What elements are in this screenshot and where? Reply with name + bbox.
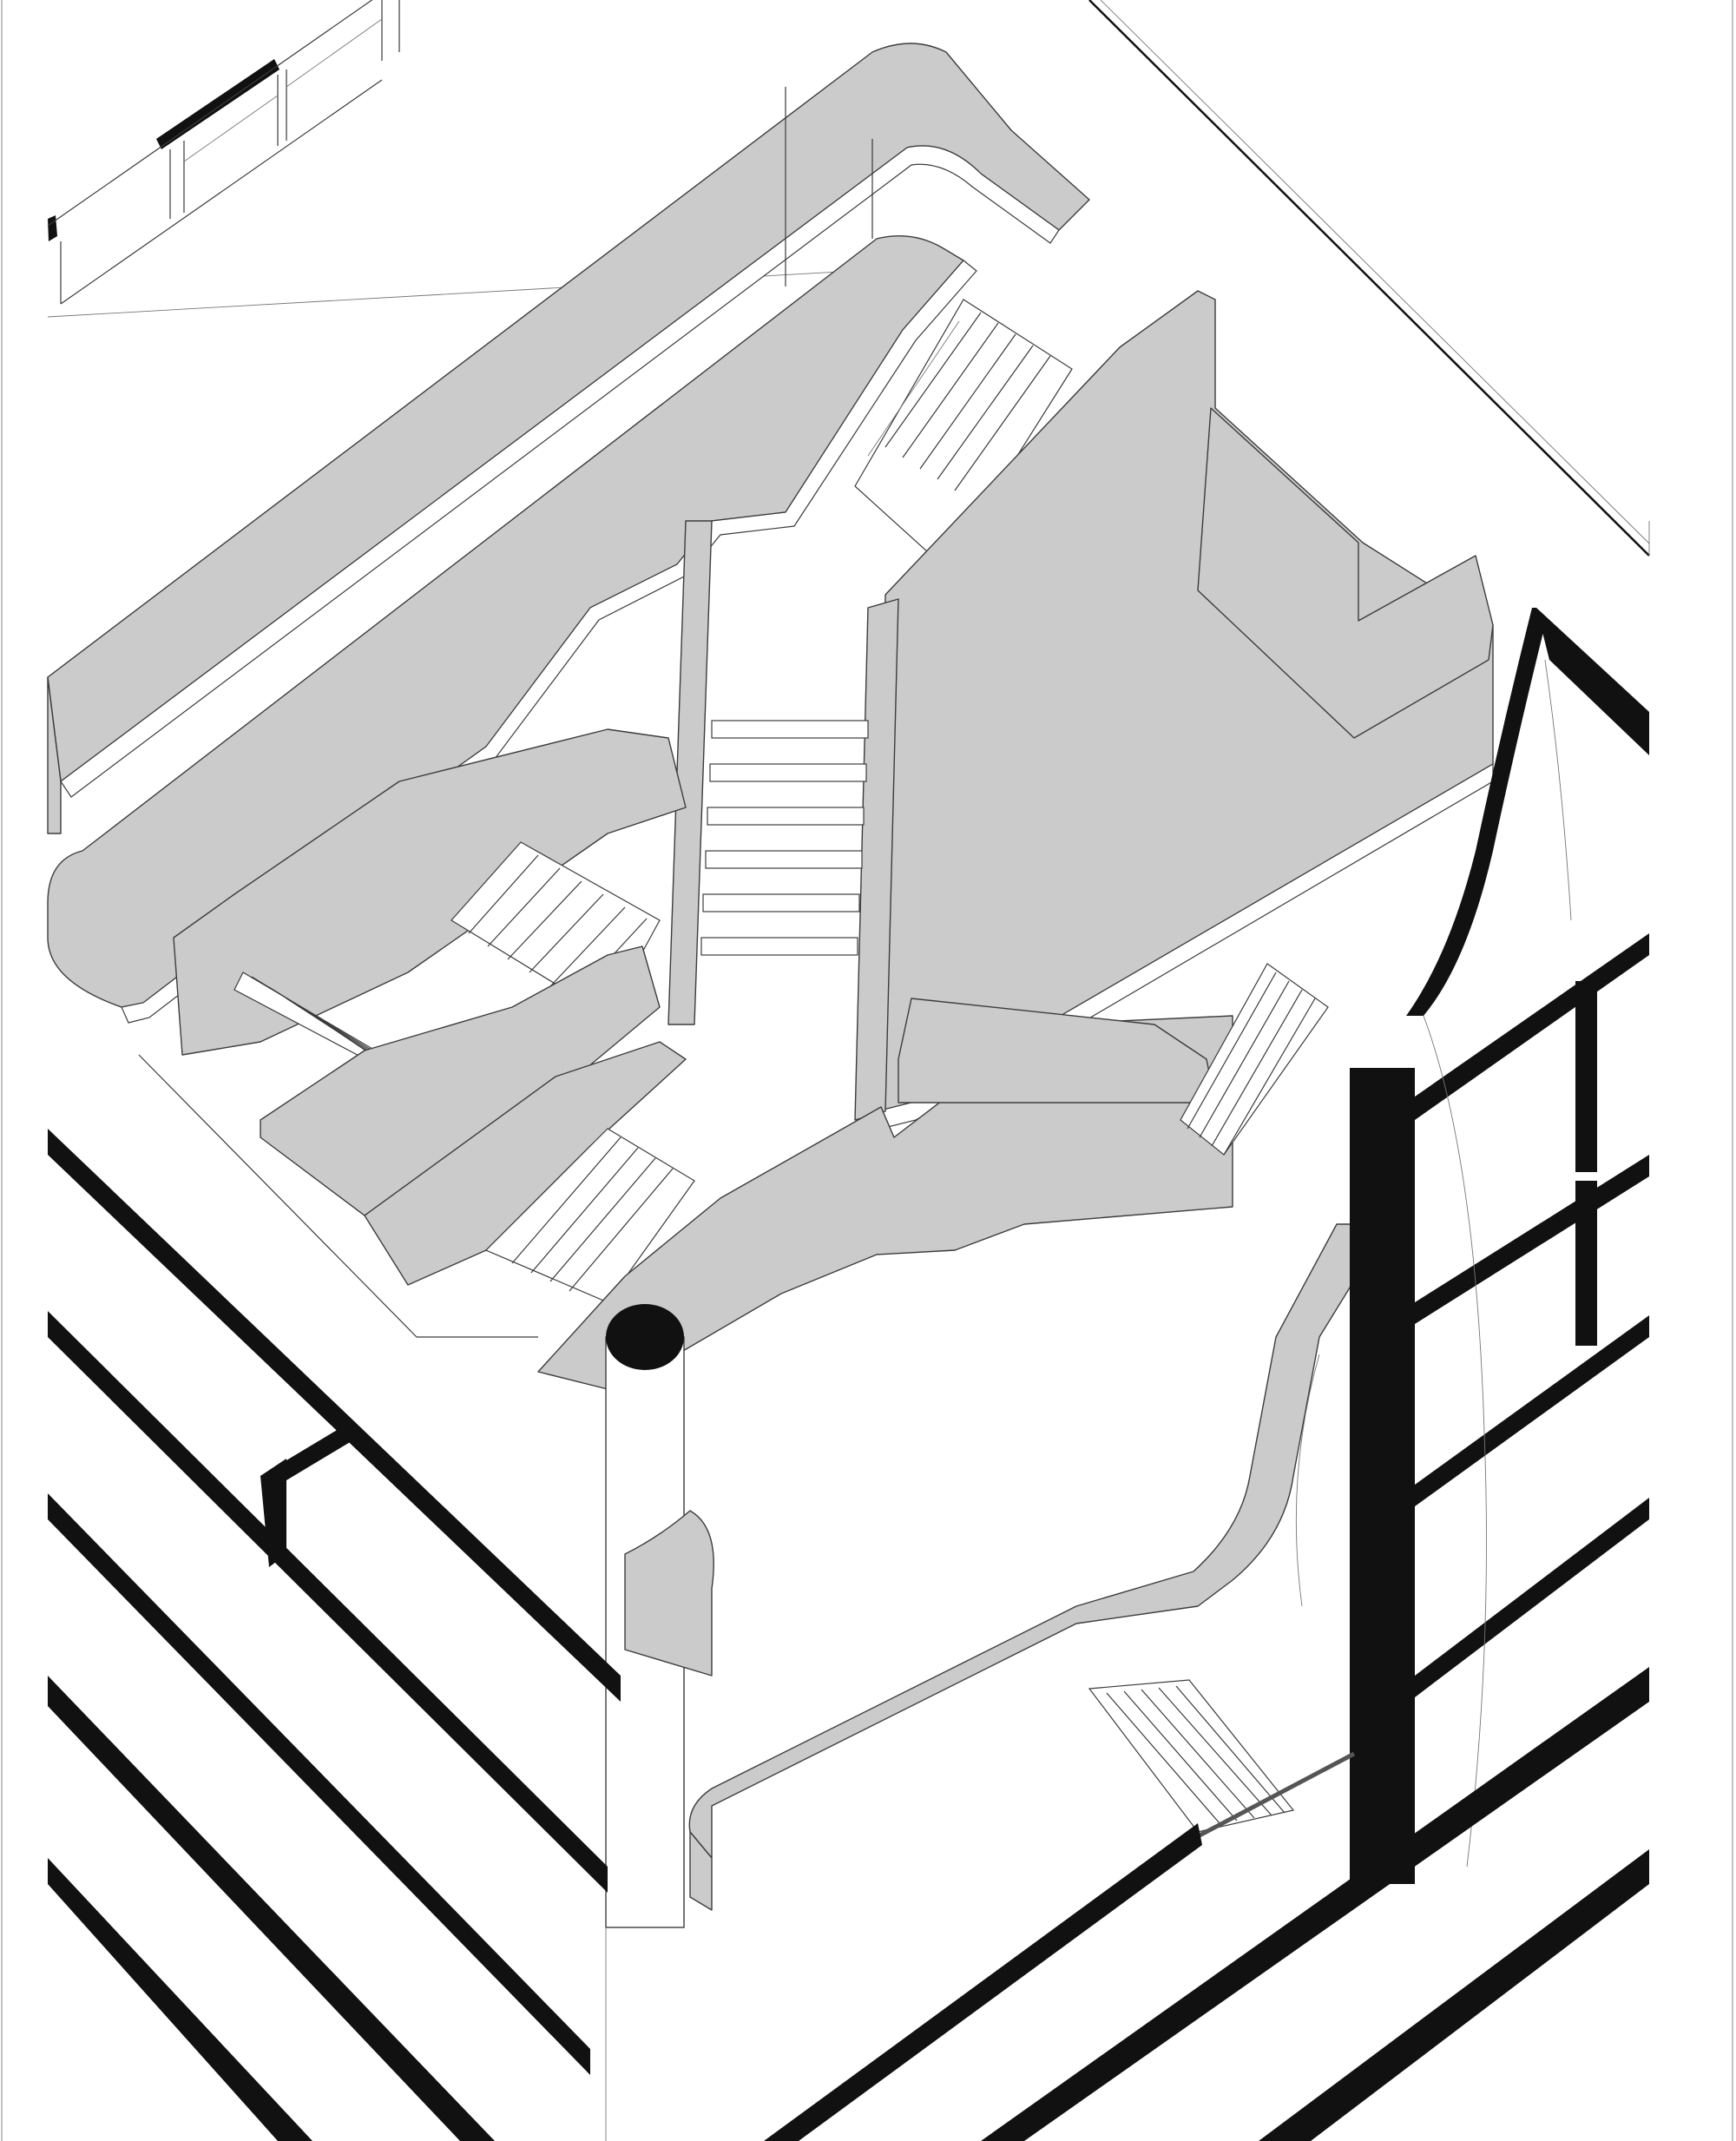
central-stair-flight bbox=[667, 520, 899, 1121]
ground-curved-handrail bbox=[624, 1223, 1390, 1911]
bottom-stair-flight bbox=[1088, 1679, 1295, 1833]
central-landing-rail bbox=[537, 998, 1233, 1390]
column bbox=[605, 1304, 685, 2141]
right-lower-stair bbox=[1180, 963, 1329, 1156]
top-handrail-loop bbox=[47, 43, 1090, 834]
roof-edge-line bbox=[1088, 0, 1650, 557]
upper-stair-flight bbox=[854, 299, 1073, 570]
cut-floor-slabs bbox=[48, 1129, 621, 2141]
lower-left-handrail bbox=[260, 945, 687, 1286]
upper-window-detail bbox=[47, 0, 400, 305]
right-cut-floor-slabs bbox=[764, 1667, 1649, 2141]
right-facade bbox=[1196, 608, 1649, 1884]
